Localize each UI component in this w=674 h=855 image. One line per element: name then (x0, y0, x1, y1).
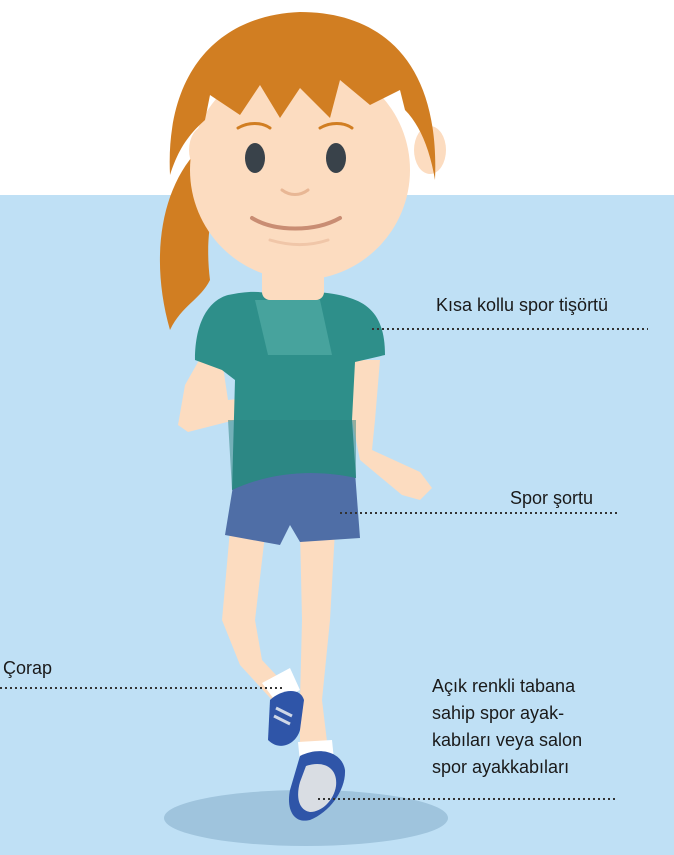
tshirt-collar (255, 300, 332, 355)
label-shoes-line: Açık renkli tabana (432, 673, 652, 700)
label-shoes-line: sahip spor ayak- (432, 700, 652, 727)
label-tshirt: Kısa kollu spor tişörtü (436, 292, 608, 319)
right-leg (300, 530, 335, 752)
label-sock: Çorap (3, 655, 52, 682)
label-shorts: Spor şortu (510, 485, 593, 512)
label-shoes-line: spor ayakkabıları (432, 754, 652, 781)
label-shoes-line: kabıları veya salon (432, 727, 652, 754)
right-eye (326, 143, 346, 173)
right-arm (352, 360, 432, 500)
left-shoe (268, 691, 304, 746)
label-shoes: Açık renkli tabana sahip spor ayak- kabı… (432, 673, 652, 781)
left-eye (245, 143, 265, 173)
